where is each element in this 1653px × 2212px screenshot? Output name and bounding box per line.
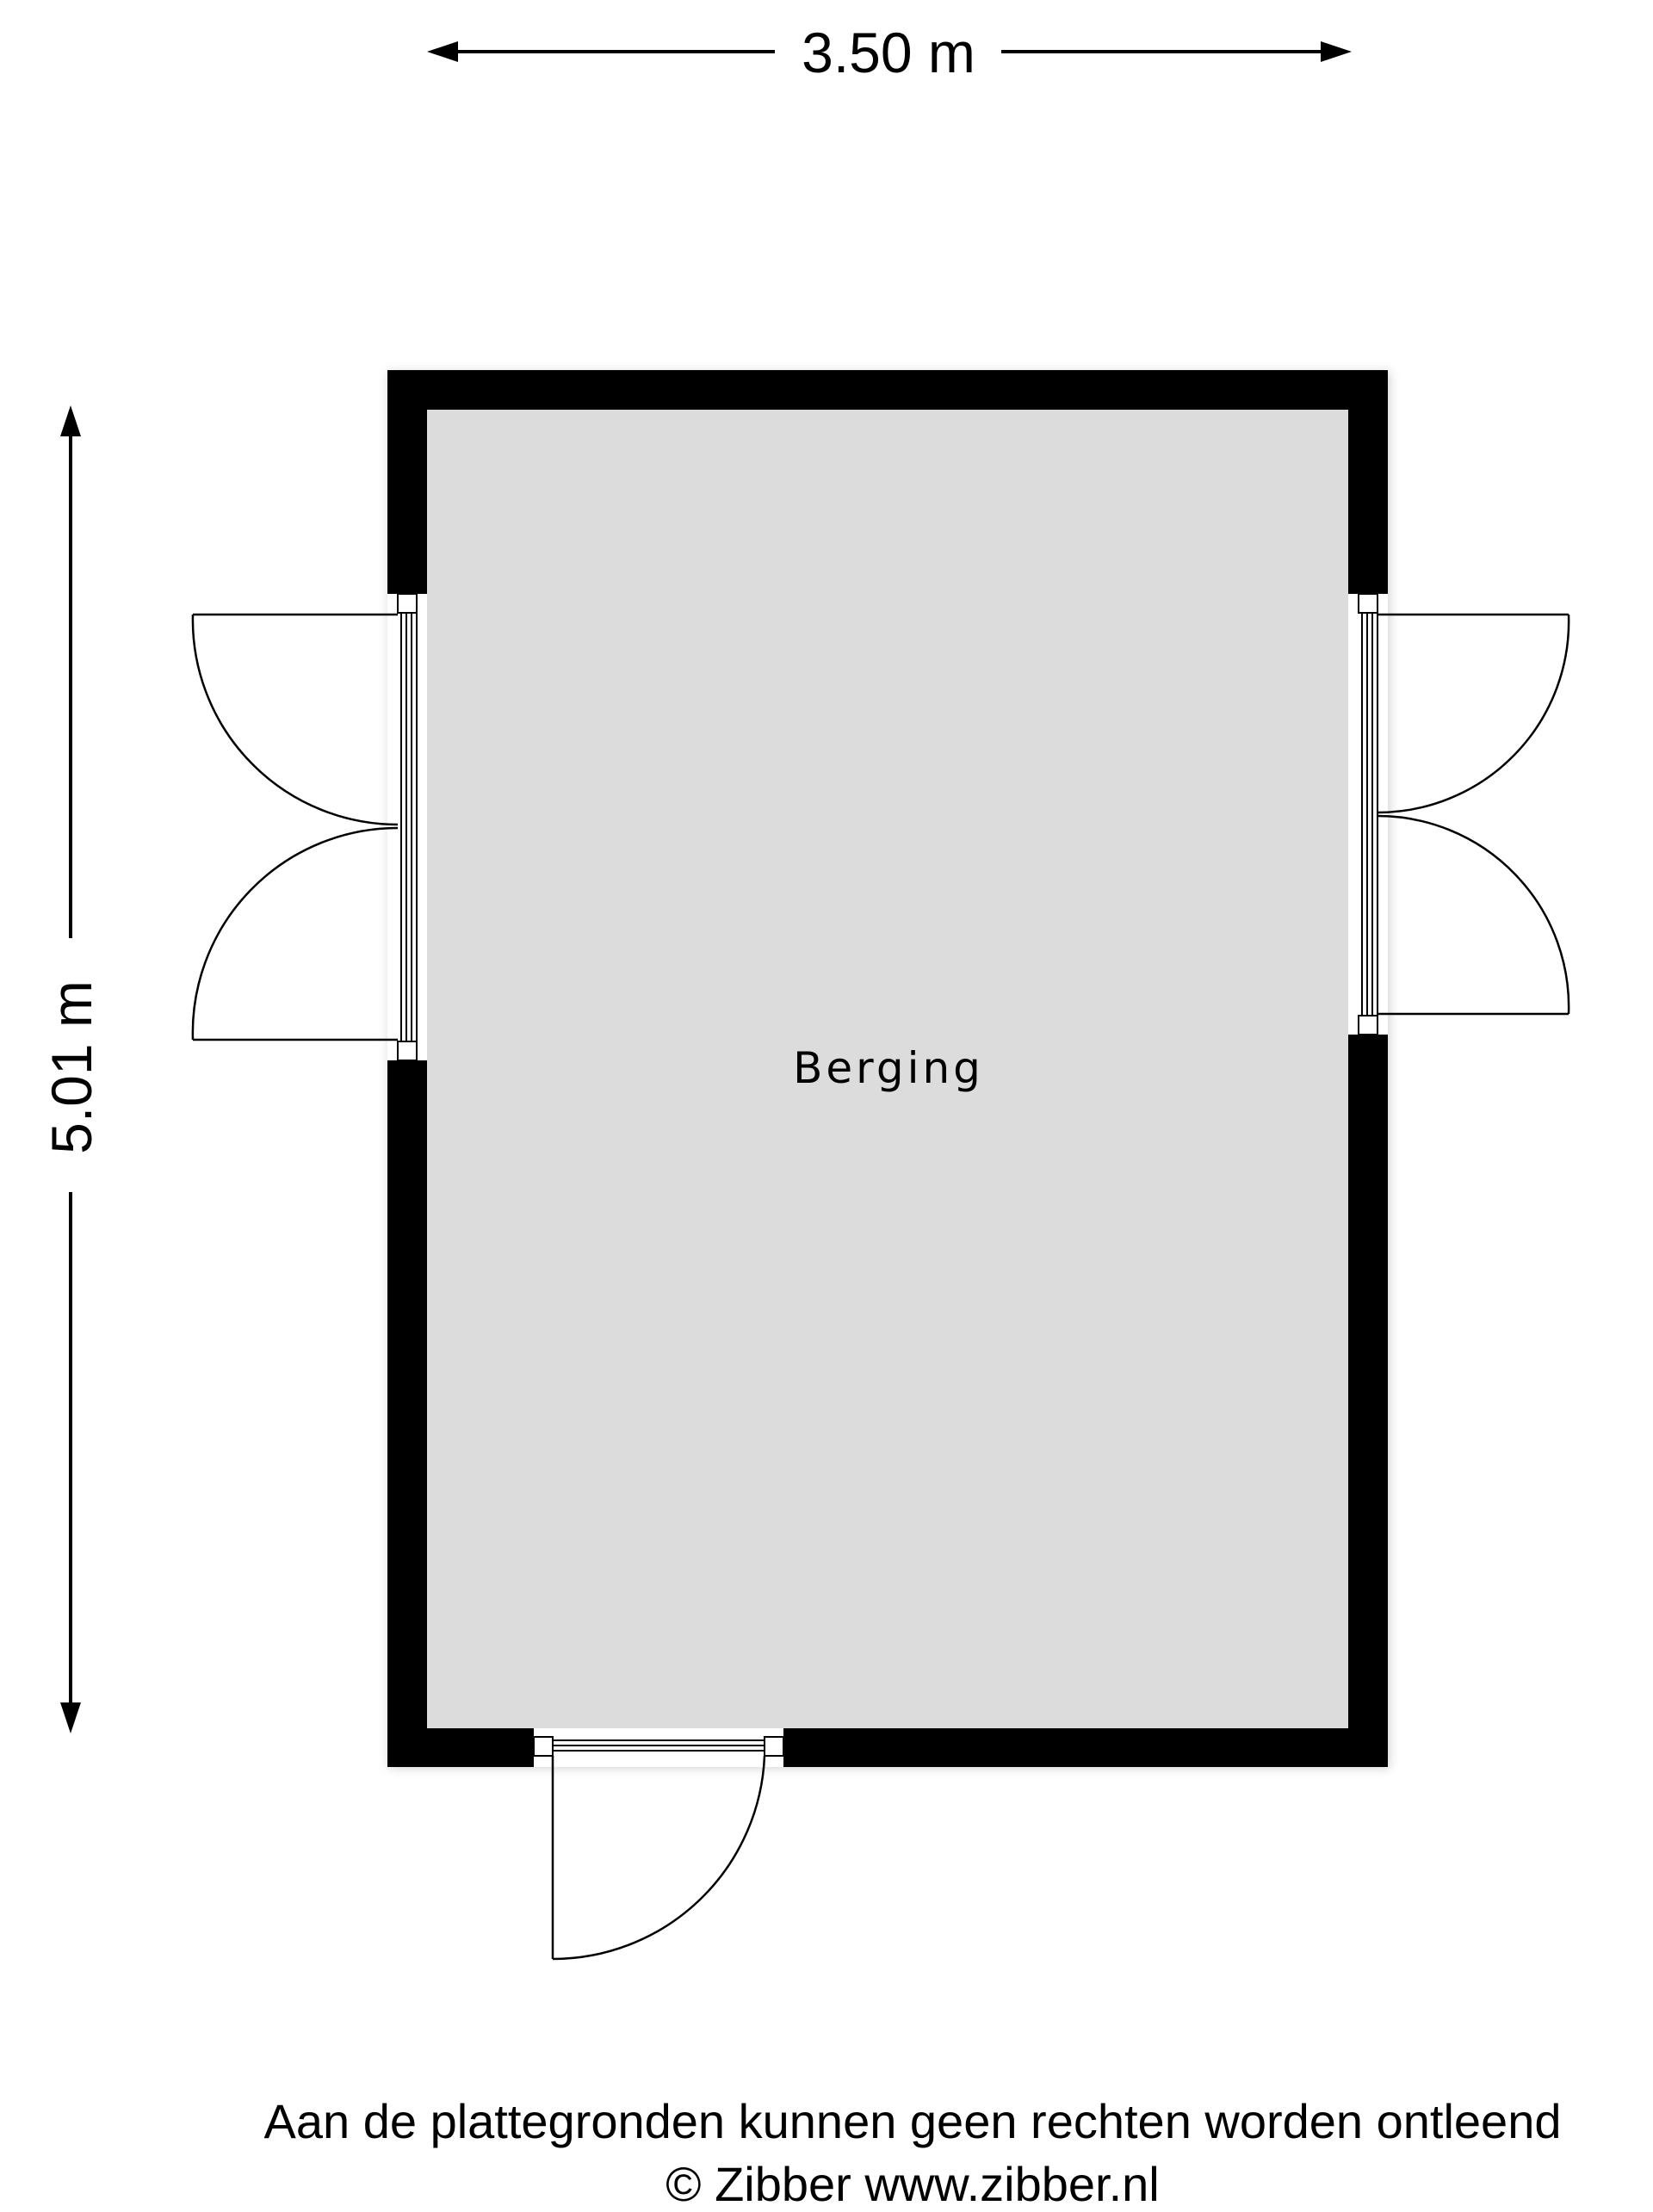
right-door-jamb-top [1358, 593, 1378, 614]
bottom-door-opening [534, 1728, 783, 1767]
right-door-swing-bottom [1377, 814, 1570, 1015]
width-dimension: 3.50 m [427, 21, 1352, 84]
right-double-door [1348, 593, 1570, 1035]
bottom-door-jamb-right [764, 1736, 784, 1757]
height-dimension: 5.01 m [40, 405, 103, 1733]
height-arrow-bottom-icon [60, 1702, 81, 1733]
height-label: 5.01 m [40, 980, 103, 1154]
left-door-jamb-bottom [397, 1041, 418, 1061]
left-door-jamb-top [397, 593, 418, 614]
width-arrow-right-icon [1321, 41, 1352, 62]
footer-disclaimer: Aan de plattegronden kunnen geen rechten… [263, 2094, 1562, 2148]
width-label: 3.50 m [802, 21, 975, 84]
right-door-swing-top [1377, 614, 1570, 814]
bottom-door-jamb-left [533, 1736, 554, 1757]
bottom-door-swing [552, 1755, 766, 1961]
width-arrow-left-icon [427, 41, 458, 62]
right-door-jamb-bottom [1358, 1015, 1378, 1035]
left-door-swing-bottom [191, 826, 399, 1041]
room-label-berging: Berging [793, 1043, 984, 1093]
bottom-door [533, 1728, 784, 1961]
footer-copyright: © Zibber www.zibber.nl [666, 2157, 1160, 2211]
height-arrow-top-icon [60, 405, 81, 436]
left-door-swing-top [191, 614, 399, 826]
left-double-door [191, 593, 427, 1061]
room-floor [427, 410, 1348, 1728]
